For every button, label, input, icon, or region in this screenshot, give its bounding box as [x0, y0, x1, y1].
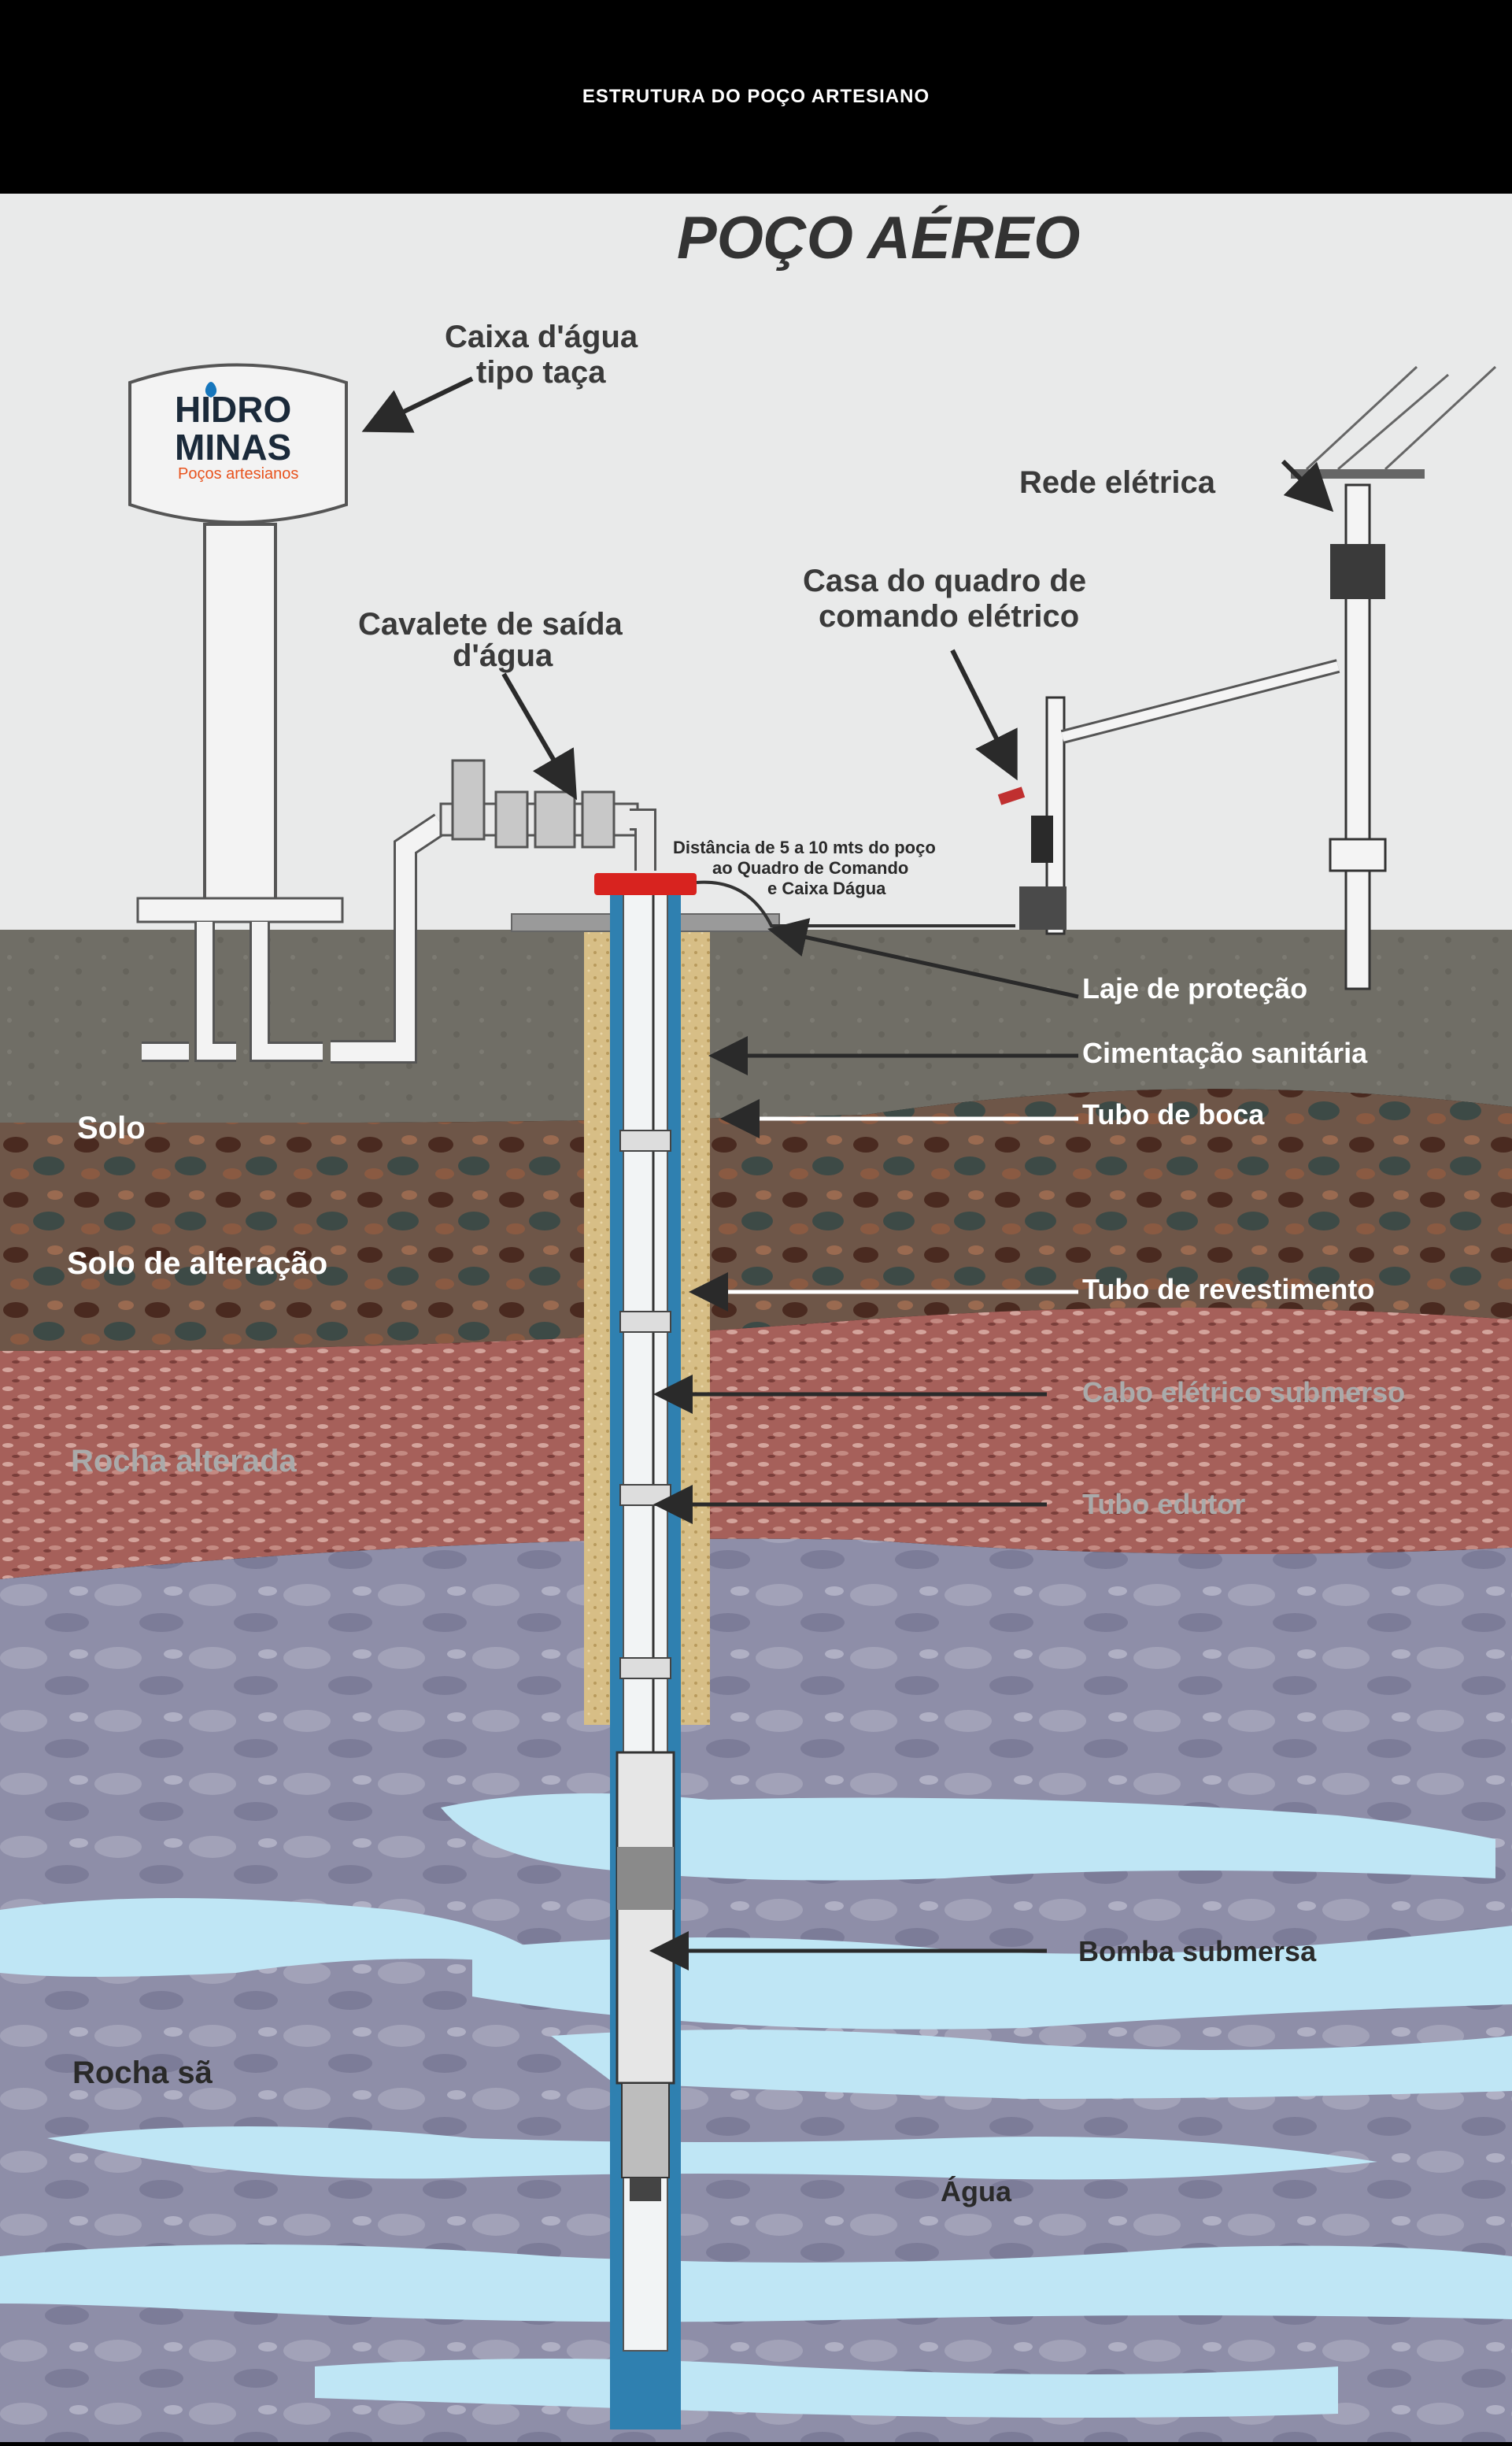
- water-lens: [441, 1793, 1495, 1881]
- coupling: [619, 1130, 671, 1152]
- water-lens: [551, 2030, 1512, 2099]
- label-water-tank-1: Caixa d'água: [445, 320, 638, 354]
- label-trestle-2: d'água: [453, 638, 553, 673]
- label-discharge-tube: Tubo edutor: [1082, 1488, 1245, 1520]
- logo: HIDRO MINAS Poços artesianos: [175, 382, 298, 483]
- water-lens: [0, 1898, 551, 1977]
- label-water: Água: [941, 2175, 1012, 2207]
- drop-icon: [205, 382, 217, 398]
- arrow: [1281, 459, 1334, 513]
- label-casing-tube: Tubo de revestimento: [1082, 1273, 1374, 1305]
- soil-layer: [0, 930, 1512, 1123]
- pump-motor: [621, 2082, 670, 2178]
- weathered-rock-layer: [0, 1308, 1512, 1579]
- power-pole: [1291, 365, 1497, 990]
- label-distance-3: e Caixa Dágua: [767, 879, 886, 898]
- well-diagram: HIDRO MINAS Poços artesianos: [0, 194, 1512, 2442]
- arrow: [767, 918, 1079, 999]
- well-cap: [594, 873, 697, 895]
- label-weathered-rock: Rocha alterada: [71, 1444, 298, 1478]
- submersible-pump: [616, 1751, 675, 2085]
- coupling: [619, 1657, 671, 1679]
- control-house: [997, 659, 1340, 935]
- outlet-trestle: [439, 759, 656, 871]
- coupling: [619, 1484, 671, 1506]
- label-control-house-2: comando elétrico: [819, 599, 1079, 634]
- label-soil: Solo: [77, 1111, 146, 1145]
- water-lens: [0, 2244, 1512, 2322]
- arrow: [501, 672, 578, 801]
- label-sanitary-cement: Cimentação sanitária: [1082, 1037, 1368, 1069]
- water-lens: [315, 2359, 1338, 2418]
- coupling: [619, 1311, 671, 1333]
- well-diagram-svg: HIDRO MINAS Poços artesianos: [0, 194, 1512, 2442]
- label-submersible-cable: Cabo elétrico submerso: [1082, 1376, 1405, 1408]
- logo-line1: HIDRO: [175, 389, 291, 430]
- logo-tagline: Poços artesianos: [178, 465, 298, 483]
- label-trestle-1: Cavalete de saída: [358, 607, 623, 642]
- label-water-tank-2: tipo taça: [476, 355, 606, 390]
- pump-base: [630, 2178, 661, 2201]
- header-bar: ESTRUTURA DO POÇO ARTESIANO: [0, 0, 1512, 194]
- arrow: [361, 376, 474, 433]
- label-protection-slab: Laje de proteção: [1082, 972, 1307, 1005]
- label-mouth-tube: Tubo de boca: [1082, 1098, 1265, 1130]
- water-lens: [47, 2126, 1377, 2180]
- weathered-soil-layer: [0, 1089, 1512, 1351]
- label-distance-2: ao Quadro de Comando: [712, 858, 908, 878]
- logo-line2: MINAS: [175, 427, 291, 468]
- diagram-title: POÇO AÉREO: [677, 205, 1080, 272]
- label-control-house-1: Casa do quadro de: [803, 564, 1086, 598]
- arrow: [950, 649, 1018, 781]
- pump-intake: [617, 1847, 674, 1910]
- label-power-grid: Rede elétrica: [1019, 465, 1216, 500]
- water-tower: [128, 363, 448, 1064]
- label-distance-1: Distância de 5 a 10 mts do poço: [673, 838, 936, 857]
- label-sound-rock: Rocha sã: [72, 2056, 213, 2090]
- label-submersible-pump: Bomba submersa: [1078, 1935, 1317, 1967]
- label-weathered-soil: Solo de alteração: [67, 1246, 327, 1281]
- page-title: ESTRUTURA DO POÇO ARTESIANO: [582, 86, 930, 107]
